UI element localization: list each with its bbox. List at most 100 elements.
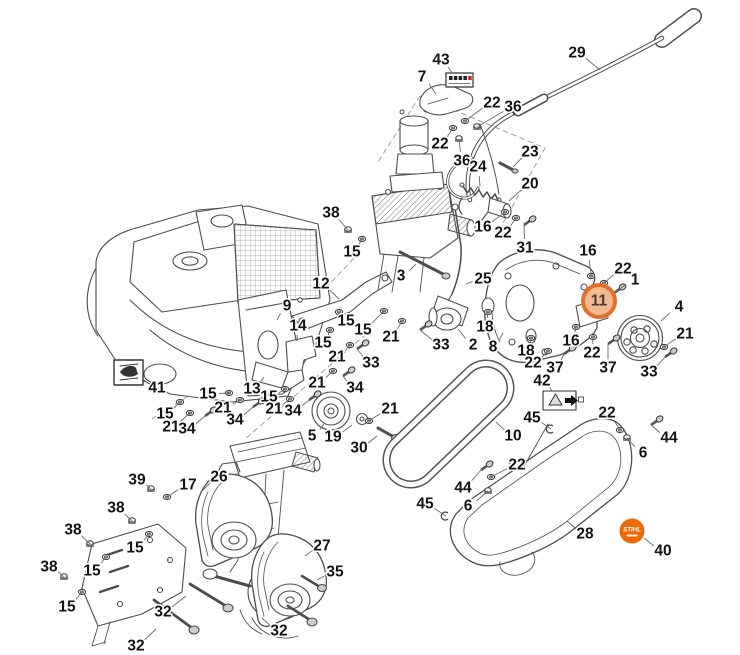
- part-callout-37[interactable]: 37: [545, 358, 565, 378]
- part-callout-21[interactable]: 21: [264, 399, 285, 419]
- part-callout-15[interactable]: 15: [82, 561, 103, 581]
- part-callout-15[interactable]: 15: [155, 404, 176, 424]
- part-callout-44[interactable]: 44: [659, 428, 680, 448]
- selected-part-highlight[interactable]: [581, 283, 617, 319]
- part-callout-38[interactable]: 38: [106, 498, 127, 518]
- part-callout-5[interactable]: 5: [306, 426, 318, 446]
- part-callout-22[interactable]: 22: [430, 134, 450, 154]
- part-callout-22[interactable]: 22: [582, 343, 602, 363]
- part-callout-12[interactable]: 12: [311, 274, 331, 294]
- part-callout-36[interactable]: 36: [503, 97, 524, 117]
- part-callout-27[interactable]: 27: [312, 536, 332, 556]
- part-callout-25[interactable]: 25: [473, 269, 494, 289]
- part-callout-4[interactable]: 4: [673, 297, 685, 317]
- part-callout-34[interactable]: 34: [177, 419, 198, 439]
- bolt-glyph: [607, 334, 621, 346]
- part-callout-16[interactable]: 16: [578, 241, 599, 261]
- part-callout-21[interactable]: 21: [307, 373, 328, 393]
- part-callout-38[interactable]: 38: [321, 203, 342, 223]
- part-callout-34[interactable]: 34: [345, 378, 366, 398]
- part-callout-18[interactable]: 18: [475, 317, 496, 337]
- part-callout-15[interactable]: 15: [125, 538, 146, 558]
- part-callout-28[interactable]: 28: [575, 524, 596, 544]
- part-callout-15[interactable]: 15: [57, 597, 78, 617]
- part-callout-39[interactable]: 39: [127, 470, 148, 490]
- stihl-logo-circle: [619, 518, 645, 544]
- part-callout-15[interactable]: 15: [353, 320, 374, 340]
- part-callout-20[interactable]: 20: [520, 174, 540, 194]
- part-callout-15[interactable]: 15: [336, 311, 357, 331]
- part-callout-18[interactable]: 18: [516, 341, 537, 361]
- part-callout-45[interactable]: 45: [415, 494, 436, 514]
- part-callout-40[interactable]: 40: [653, 541, 673, 561]
- part-callout-22[interactable]: 22: [493, 223, 513, 243]
- part-callout-17[interactable]: 17: [178, 475, 198, 495]
- part-callout-23[interactable]: 23: [520, 142, 541, 162]
- part-callout-9[interactable]: 9: [281, 296, 293, 316]
- part-callout-7[interactable]: 7: [416, 67, 428, 87]
- callout-leader: [396, 320, 403, 330]
- part-callout-15[interactable]: 15: [259, 387, 280, 407]
- part-callout-2[interactable]: 2: [467, 335, 479, 355]
- part-callout-16[interactable]: 16: [473, 217, 494, 237]
- part-callout-24[interactable]: 24: [468, 157, 489, 177]
- part-callout-26[interactable]: 26: [209, 467, 230, 487]
- part-callout-34[interactable]: 34: [225, 410, 246, 430]
- part-callout-44[interactable]: 44: [453, 478, 474, 498]
- part-callout-22[interactable]: 22: [613, 259, 633, 279]
- bolt-glyph: [342, 366, 356, 378]
- callout-leader: [446, 127, 454, 138]
- bolt-glyph: [523, 215, 537, 227]
- bolt-glyph: [308, 390, 322, 402]
- part-callout-13[interactable]: 13: [242, 379, 263, 399]
- part-callout-21[interactable]: 21: [161, 417, 182, 437]
- part-callout-19[interactable]: 19: [323, 427, 344, 447]
- bolt-glyph: [664, 347, 678, 359]
- part-callout-33[interactable]: 33: [431, 335, 452, 355]
- part-callout-21[interactable]: 21: [381, 327, 402, 347]
- part-callout-15[interactable]: 15: [342, 242, 363, 262]
- part-callout-21[interactable]: 21: [213, 398, 234, 418]
- part-callout-31[interactable]: 31: [515, 238, 536, 258]
- part-callout-34[interactable]: 34: [283, 401, 304, 421]
- part-callout-21[interactable]: 21: [380, 399, 401, 419]
- part-callout-22[interactable]: 22: [482, 93, 502, 113]
- nut-glyph: [60, 573, 68, 580]
- bolts-illustration: [154, 576, 327, 634]
- part-callout-21[interactable]: 21: [675, 324, 696, 344]
- part-callout-11[interactable]: 11: [591, 293, 608, 310]
- part-callout-38[interactable]: 38: [39, 557, 60, 577]
- clip-glyph: [440, 511, 449, 521]
- part-callout-33[interactable]: 33: [639, 362, 660, 382]
- part-callout-42[interactable]: 42: [532, 371, 552, 391]
- part-callout-22[interactable]: 22: [597, 403, 617, 423]
- part-callout-41[interactable]: 41: [147, 378, 168, 398]
- part-callout-30[interactable]: 30: [349, 438, 369, 458]
- part-callout-15[interactable]: 15: [313, 333, 334, 353]
- part-callout-3[interactable]: 3: [395, 266, 407, 286]
- part-callout-38[interactable]: 38: [63, 520, 84, 540]
- part-callout-16[interactable]: 16: [561, 331, 582, 351]
- part-callout-35[interactable]: 35: [325, 562, 346, 582]
- part-callout-32[interactable]: 32: [153, 602, 173, 622]
- part-callout-36[interactable]: 36: [452, 151, 473, 171]
- part-callout-8[interactable]: 8: [487, 337, 499, 357]
- callout-leader: [356, 348, 364, 357]
- part-callout-1[interactable]: 1: [629, 270, 641, 290]
- bolt-glyph: [419, 320, 433, 332]
- part-callout-33[interactable]: 33: [361, 353, 382, 373]
- part-callout-21[interactable]: 21: [327, 347, 348, 367]
- part-callout-22[interactable]: 22: [507, 455, 527, 475]
- part-callout-29[interactable]: 29: [567, 43, 588, 63]
- part-callout-45[interactable]: 45: [522, 408, 543, 428]
- part-callout-10[interactable]: 10: [503, 426, 523, 446]
- part-callout-43[interactable]: 43: [431, 50, 452, 70]
- part-callout-6[interactable]: 6: [637, 443, 649, 463]
- part-callout-32[interactable]: 32: [126, 636, 146, 655]
- part-callout-6[interactable]: 6: [462, 496, 474, 516]
- part-callout-37[interactable]: 37: [598, 358, 618, 378]
- part-callout-14[interactable]: 14: [288, 316, 309, 336]
- part-callout-15[interactable]: 15: [198, 384, 219, 404]
- part-callout-32[interactable]: 32: [269, 621, 289, 641]
- part-callout-22[interactable]: 22: [523, 353, 543, 373]
